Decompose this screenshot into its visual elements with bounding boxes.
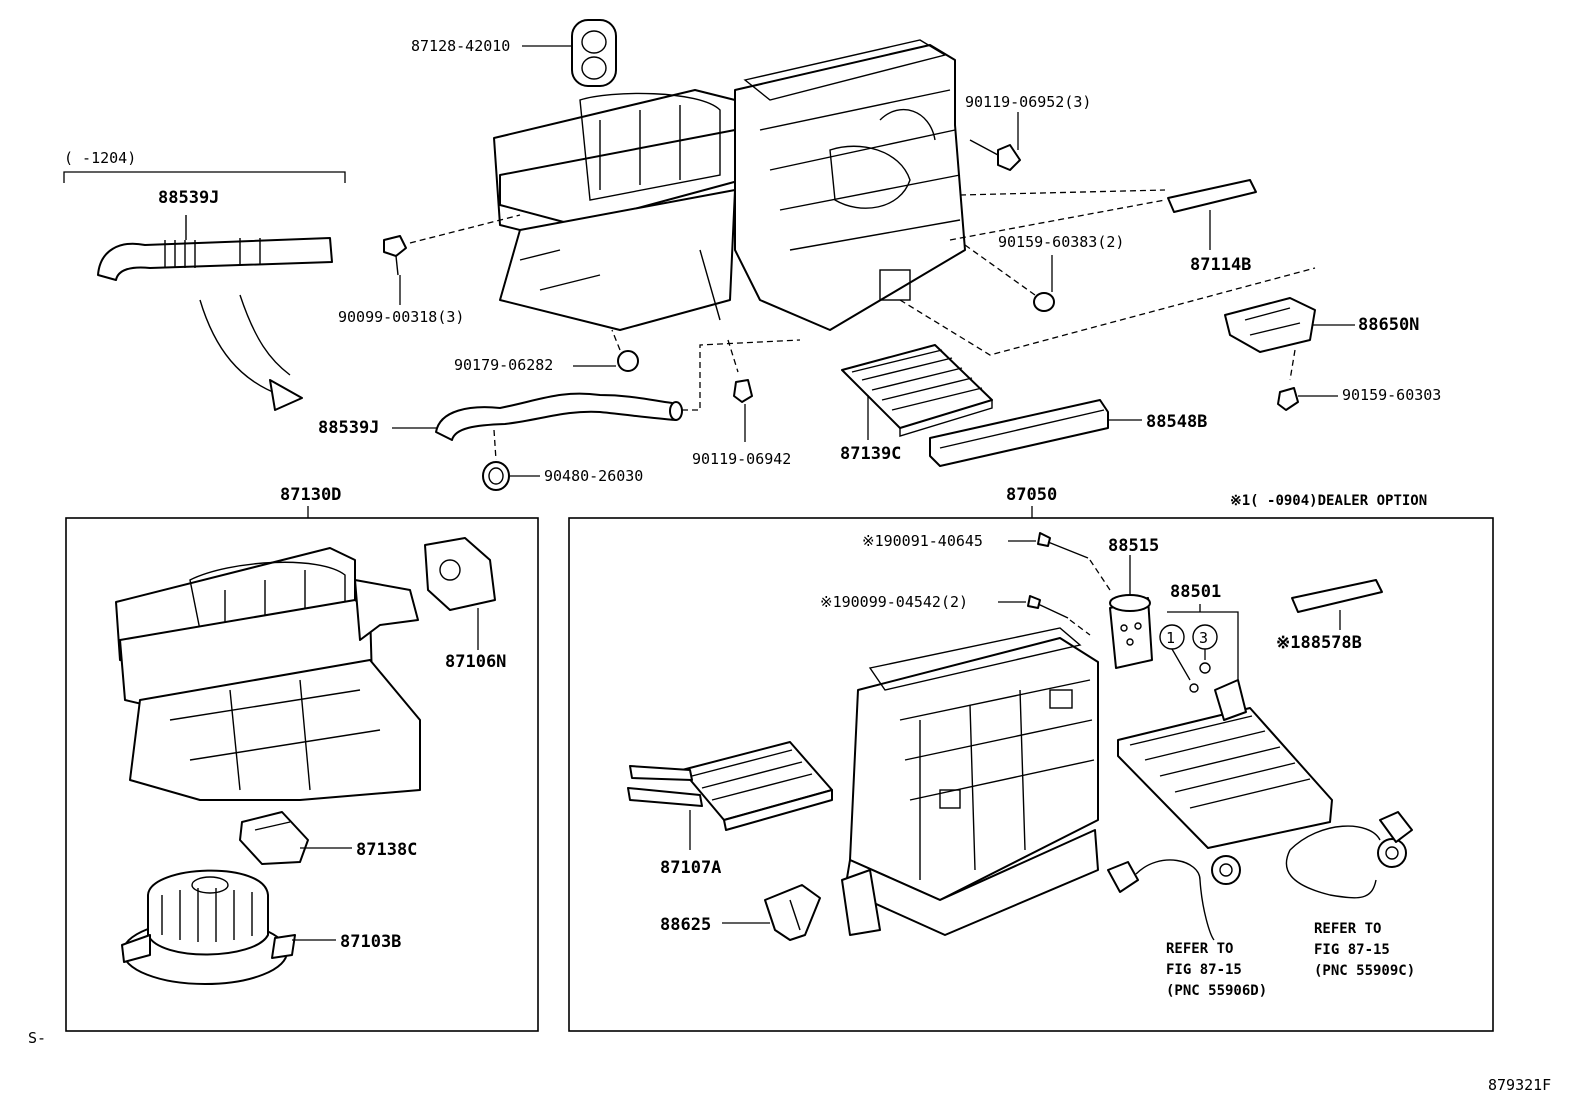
label-evaporator: 88501 (1170, 582, 1221, 602)
label-resistor: 87138C (356, 840, 417, 860)
grommet-drawing (571, 19, 617, 87)
filter-cover-drawing (929, 399, 1109, 467)
amplifier-drawing (899, 267, 1316, 356)
label-dealer-note: ※1( -0904)DEALER OPTION (1230, 493, 1427, 509)
label-refer-right-1: REFER TO (1314, 921, 1381, 937)
nut-lower-drawing (611, 329, 639, 372)
screw-top-right-drawing (969, 139, 1021, 171)
label-date-range-hose: ( -1204) (64, 149, 136, 167)
filter-drawing (841, 344, 993, 437)
resistor-drawing (239, 811, 309, 865)
label-hose-lower: 88539J (318, 418, 379, 438)
label-screw-lower: 90119-06942 (692, 450, 791, 468)
dash-screw-left (409, 214, 521, 244)
label-expansion-valve: 88515 (1108, 536, 1159, 556)
label-heater-core: 87107A (660, 858, 721, 878)
label-corner-left: S- (28, 1029, 46, 1047)
screw-amplifier-drawing (1277, 349, 1299, 411)
evaporator-drawing (1117, 679, 1333, 849)
heater-core-drawing (627, 741, 833, 831)
label-screw-top-right: 90119-06952(3) (965, 93, 1091, 111)
expansion-valve-drawing (1109, 594, 1153, 669)
screw-left-drawing (383, 235, 407, 276)
label-screw-amplifier: 90159-60303 (1342, 386, 1441, 404)
label-refer-right-2: FIG 87-15 (1314, 942, 1390, 958)
label-amplifier: 88650N (1358, 315, 1419, 335)
bracket-drawing (764, 884, 821, 941)
blower-motor-drawing (121, 869, 296, 985)
label-blower-group-title: 87130D (280, 485, 341, 505)
label-grommet: 87128-42010 (411, 37, 510, 55)
label-filter: 87139C (840, 444, 901, 464)
ac-unit-assembly-drawing (493, 39, 966, 331)
label-unit-group-title: 87050 (1006, 485, 1057, 505)
blower-group-frame (65, 517, 539, 1032)
bolt-2-drawing (1027, 595, 1091, 636)
label-refer-right-3: (PNC 55909C) (1314, 963, 1415, 979)
label-refer-left-1: REFER TO (1166, 941, 1233, 957)
circle-label-3: 3 (1199, 629, 1208, 647)
label-seal-right: 87114B (1190, 255, 1251, 275)
o-ring-callout-3: 3 (1192, 624, 1218, 674)
label-illustration-number: 879321F (1488, 1076, 1551, 1094)
o-ring-callout-1: 1 (1159, 624, 1199, 693)
unit-group-frame (568, 517, 1494, 1032)
label-bracket: 88625 (660, 915, 711, 935)
sensor-left-drawing (1107, 855, 1241, 941)
heater-case-drawing (841, 627, 1099, 936)
label-blower-motor: 87103B (340, 932, 401, 952)
label-screw-left: 90099-00318(3) (338, 308, 464, 326)
seal-right-drawing (949, 179, 1257, 241)
hose-lower-drawing (435, 339, 801, 441)
sensor-right-drawing (1285, 811, 1413, 899)
label-refer-left-3: (PNC 55906D) (1166, 983, 1267, 999)
screw-lower-drawing (727, 339, 753, 403)
servo-motor-drawing (424, 537, 496, 611)
label-bolt-1: ※190091-40645 (862, 532, 983, 550)
label-grommet-lower: 90480-26030 (544, 467, 643, 485)
blower-unit-drawing (115, 547, 421, 801)
label-hose-upper: 88539J (158, 188, 219, 208)
clip-right-drawing (964, 244, 1055, 312)
label-filter-cover: 88548B (1146, 412, 1207, 432)
label-bolt-2: ※190099-04542(2) (820, 593, 968, 611)
label-nut-lower: 90179-06282 (454, 356, 553, 374)
bolt-1-drawing (1037, 532, 1111, 591)
range-bracket-hose (63, 171, 346, 183)
grommet-lower-drawing (482, 429, 510, 491)
label-seal-option: ※188578B (1276, 633, 1362, 653)
label-refer-left-2: FIG 87-15 (1166, 962, 1242, 978)
leader-evaporator (1167, 611, 1239, 680)
label-servo: 87106N (445, 652, 506, 672)
seal-option-drawing (1291, 579, 1383, 613)
circle-label-1: 1 (1166, 629, 1175, 647)
hose-upper-drawing (97, 215, 333, 281)
label-clip-right: 90159-60383(2) (998, 233, 1124, 251)
arrow-icon (199, 294, 303, 411)
